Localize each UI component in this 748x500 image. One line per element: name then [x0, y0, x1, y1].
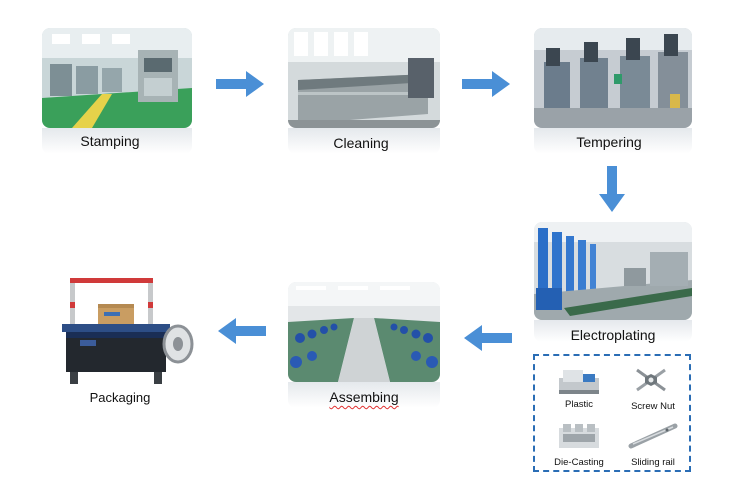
stamping-label: Stamping	[80, 133, 140, 149]
tempering-photo	[534, 28, 692, 128]
arrow-right-icon	[462, 71, 510, 97]
arrow-left-icon	[464, 325, 512, 351]
cleaning-photo	[288, 28, 440, 128]
cleaning-label: Cleaning	[333, 135, 389, 151]
stamping-photo	[42, 28, 192, 128]
assembing-label: Assembing	[288, 389, 440, 405]
arrow-left-icon	[218, 318, 266, 344]
arrow-down-icon	[599, 166, 625, 212]
plastic-machine-icon	[559, 370, 599, 394]
tempering-reflection	[534, 128, 692, 154]
material-label-plastic: Plastic	[565, 399, 593, 410]
packaging-label: Packaging	[89, 390, 151, 405]
cleaning-reflection	[288, 128, 440, 154]
electroplating-label: Electroplating	[570, 327, 656, 343]
electroplating-reflection	[534, 320, 692, 342]
material-label-die-casting: Die-Casting	[554, 457, 604, 468]
materials-panel: Plastic Screw Nut Die-Casting Sliding ra…	[533, 354, 691, 472]
die-casting-icon	[559, 424, 599, 448]
sliding-rail-icon	[628, 423, 678, 449]
electroplating-photo	[534, 222, 692, 320]
material-label-sliding-rail: Sliding rail	[631, 457, 675, 468]
arrow-right-icon	[216, 71, 264, 97]
packaging-machine-image	[62, 278, 194, 384]
assembing-reflection	[288, 382, 440, 408]
screw-nut-icon	[636, 368, 666, 392]
material-label-screw-nut: Screw Nut	[631, 401, 675, 412]
assembing-text: Assembing	[329, 389, 399, 405]
assembing-photo	[288, 282, 440, 382]
tempering-label: Tempering	[576, 134, 642, 150]
stamping-reflection	[42, 128, 192, 154]
